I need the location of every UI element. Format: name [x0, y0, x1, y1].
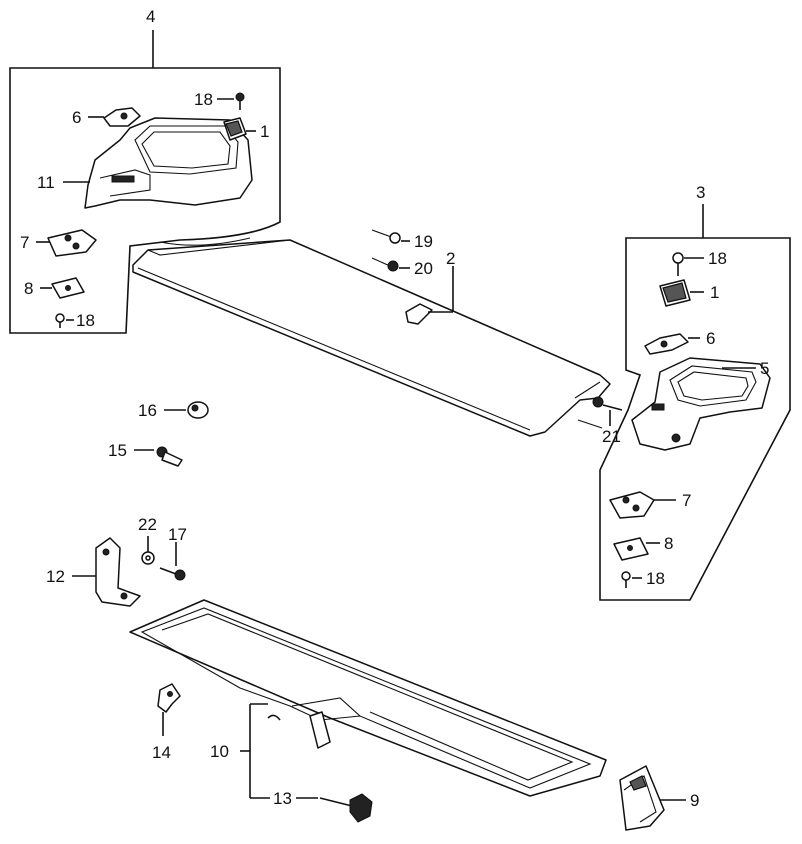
part-18-screw-bottom-left	[55, 313, 65, 328]
part-8-plate-right	[613, 537, 649, 561]
label-18-top-left: 18	[194, 90, 213, 109]
part-12-bracket	[95, 537, 141, 607]
label-22: 22	[138, 515, 157, 534]
label-16: 16	[138, 401, 157, 420]
part-16-grommet	[187, 401, 209, 419]
part-18-screw-top-left	[235, 92, 245, 110]
part-7-plate-right	[609, 491, 655, 519]
part-6-clip-right	[644, 333, 689, 355]
part-21-screw	[592, 396, 623, 411]
part-8-plate-left	[51, 277, 85, 299]
part-13-knob	[319, 793, 373, 823]
part-10-board	[129, 599, 607, 797]
label-6-left: 6	[72, 108, 81, 127]
part-5-bracket	[631, 357, 771, 451]
label-17: 17	[168, 525, 187, 544]
label-18-bottom-left: 18	[76, 311, 95, 330]
label-12: 12	[46, 567, 65, 586]
part-17-bolt	[159, 567, 186, 581]
part-10-hook	[267, 711, 331, 749]
label-18-bottom-right: 18	[646, 569, 665, 588]
part-22-washer	[141, 551, 155, 565]
label-14: 14	[152, 743, 171, 762]
label-4: 4	[146, 7, 155, 26]
label-11: 11	[37, 173, 55, 192]
label-15: 15	[108, 441, 127, 460]
label-1-left: 1	[260, 122, 269, 141]
label-9: 9	[690, 791, 699, 810]
label-6-right: 6	[706, 329, 715, 348]
label-5: 5	[760, 359, 769, 378]
assembly-4-box	[9, 30, 281, 334]
part-19-screw	[371, 229, 401, 244]
part-11-bracket	[84, 117, 253, 209]
part-14-hook	[157, 683, 181, 713]
part-20-screw	[371, 257, 399, 272]
label-10: 10	[210, 742, 229, 761]
label-8-left: 8	[24, 279, 33, 298]
label-20: 20	[414, 259, 433, 278]
label-8-right: 8	[664, 534, 673, 553]
label-2: 2	[446, 249, 455, 268]
part-6-clip-left	[103, 107, 141, 127]
part-18-screw-bottom-right	[621, 571, 631, 588]
label-1-right: 1	[710, 283, 719, 302]
label-18-top-right: 18	[708, 249, 727, 268]
part-1-clip-right	[659, 279, 691, 307]
part-15-clip	[156, 446, 183, 467]
label-7-left: 7	[20, 233, 29, 252]
label-7-right: 7	[682, 491, 691, 510]
part-18-screw-top-right	[672, 252, 684, 276]
part-7-plate-left	[47, 229, 97, 257]
assembly-3-box	[599, 204, 791, 601]
label-13: 13	[273, 789, 292, 808]
label-19: 19	[414, 232, 433, 251]
label-3: 3	[696, 183, 705, 202]
label-21: 21	[602, 427, 621, 446]
part-1-clip-left	[223, 117, 247, 141]
part-9-support	[619, 765, 665, 831]
